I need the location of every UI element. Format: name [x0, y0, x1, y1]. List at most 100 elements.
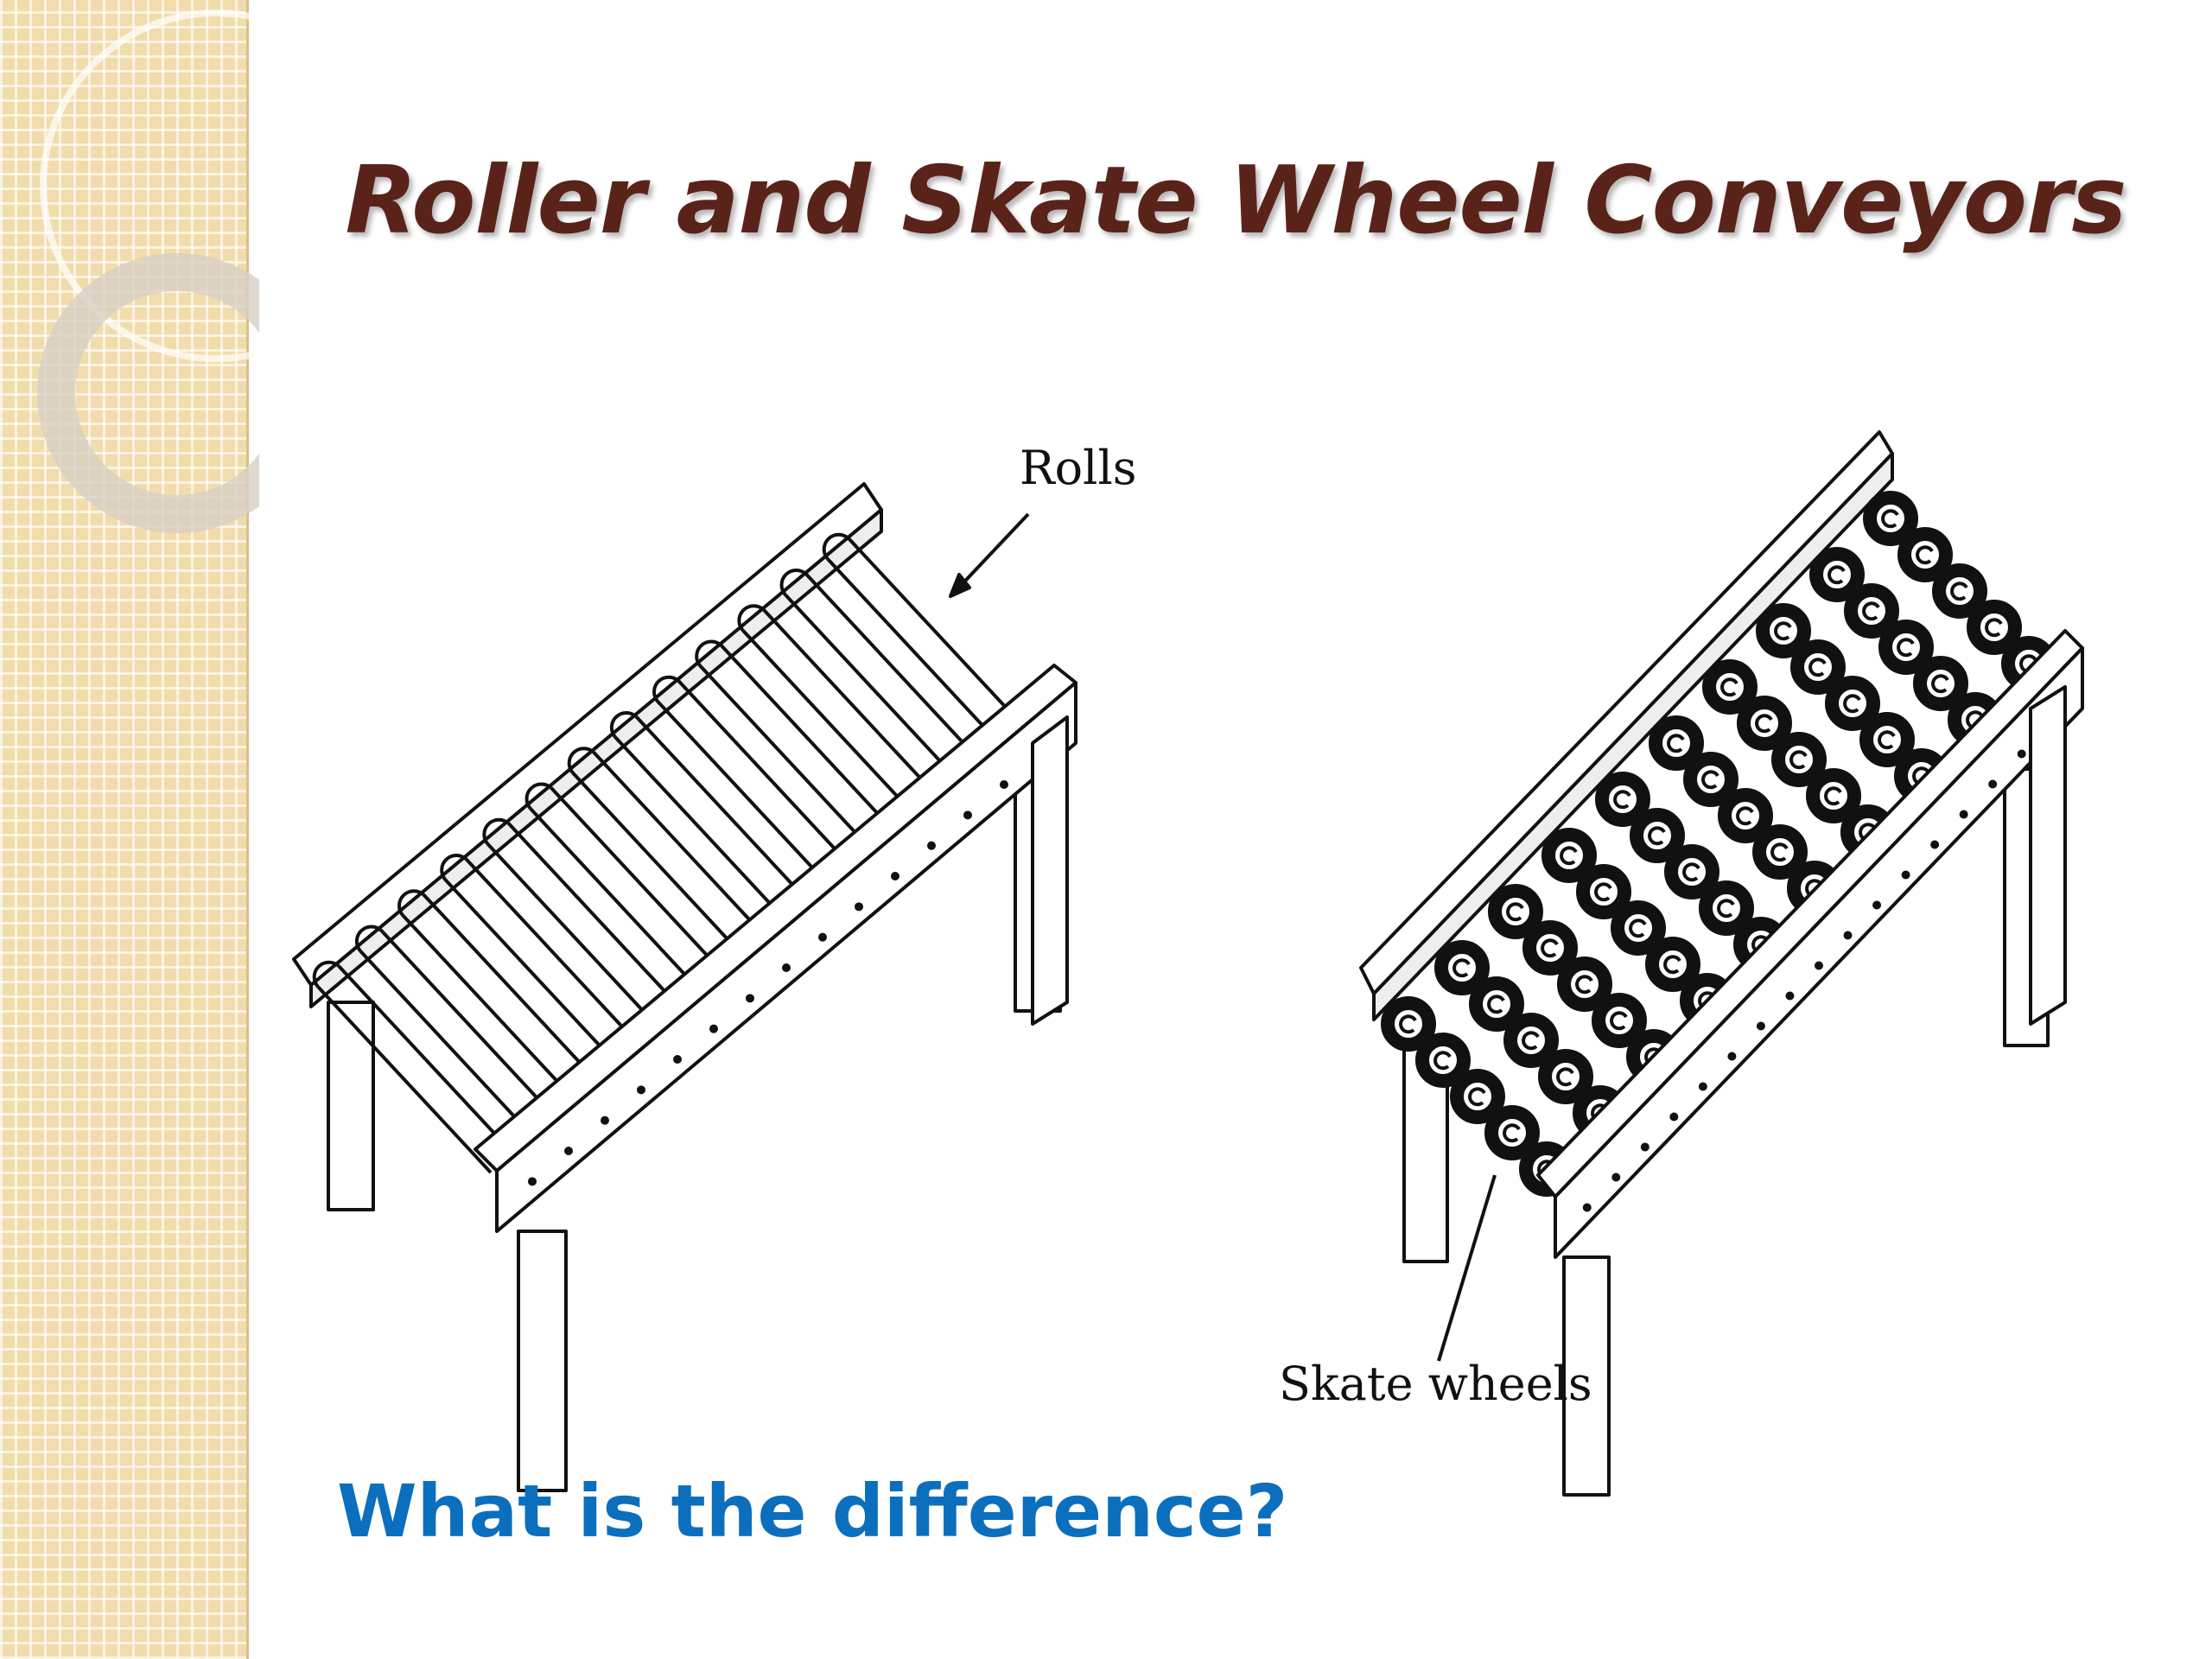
skate-wheels-label: Skate wheels [1279, 1357, 1592, 1411]
roller [440, 854, 640, 1067]
skate-wheel [1484, 1105, 1540, 1160]
skate-wheel-hub [1873, 501, 1908, 536]
skate-wheel-hub [1602, 1003, 1637, 1038]
skate-wheel-hub [1426, 1043, 1460, 1077]
skate-wheel-spiral [1541, 938, 1559, 958]
skate-wheel-spiral [1843, 694, 1861, 714]
skate-wheel-spiral [1648, 826, 1666, 846]
rail-hole [891, 872, 899, 880]
skate-wheel-hub [1640, 818, 1675, 853]
skate-wheel-spiral [1629, 918, 1647, 938]
rail-hole [1000, 780, 1008, 789]
conveyor-illustrations: Rolls Skate wheels [292, 430, 2084, 1497]
skate-wheel [1806, 768, 1861, 823]
skate-wheel-hub [1763, 835, 1797, 869]
roller-edge [784, 593, 960, 782]
rail-hole [1785, 991, 1795, 1001]
skate-wheel [1683, 752, 1738, 807]
roller-edge [762, 608, 938, 797]
rail-hole [564, 1147, 573, 1155]
skate-rail-back-face [1372, 452, 1894, 1021]
roller-edge [465, 857, 640, 1046]
skate-wheel-spiral [1701, 770, 1719, 790]
skate-wheel-spiral [1897, 638, 1915, 658]
skate-wheel-hub [1709, 891, 1744, 925]
skate-wheel-spiral [1452, 958, 1471, 978]
skate-wheel [1859, 712, 1915, 767]
skate-wheel [1932, 563, 1987, 619]
roller-leg-front-left [517, 1230, 568, 1492]
skate-wheel-spiral [1399, 1014, 1417, 1034]
rail-hole [746, 994, 754, 1003]
skate-wheel-hub [1766, 613, 1801, 648]
skate-wheel-hub [1675, 855, 1709, 889]
skate-wheel [1790, 639, 1846, 695]
roller-edge [677, 679, 853, 868]
roller [567, 747, 768, 960]
roller-edge [720, 644, 895, 833]
large-ring-outline [40, 10, 259, 362]
roller-edge [634, 715, 810, 904]
skate-wheel [1752, 824, 1808, 880]
skate-wheel [1825, 676, 1880, 731]
skate-wheel [1576, 864, 1631, 919]
rail-hole [673, 1055, 682, 1064]
skate-wheel-spiral [1717, 899, 1735, 918]
skate-wheel-spiral [1556, 1067, 1574, 1087]
rail-hole [1756, 1021, 1765, 1031]
skate-wheel-hub [1586, 874, 1621, 909]
rail-hole [1698, 1082, 1707, 1091]
skate-wheel-hub [1514, 1023, 1548, 1058]
rail-hole [1815, 961, 1823, 970]
skate-wheel-spiral [1720, 677, 1738, 697]
rolls-arrow-line [953, 512, 1030, 594]
roller [354, 925, 556, 1139]
skate-wheel-hub [1782, 742, 1816, 777]
rail-hole [601, 1116, 609, 1125]
skate-wheel-hub [1479, 987, 1514, 1021]
skate-wheel [1664, 844, 1719, 899]
skate-wheel-spiral [1682, 862, 1700, 882]
rail-hole [2017, 749, 2026, 759]
roller-edge [804, 572, 981, 761]
roller-edge [507, 822, 683, 1011]
skate-wheel-conveyor-drawing: Skate wheels [1279, 430, 2084, 1497]
roller-end [482, 817, 510, 846]
roller-edge [359, 950, 535, 1139]
roller-end [609, 711, 638, 739]
rail-hole [1611, 1173, 1621, 1182]
skate-wheel-spiral [1755, 714, 1773, 734]
roller-end [822, 532, 850, 561]
roller [397, 889, 598, 1103]
roller-edge [656, 700, 832, 889]
skate-wheel [1557, 957, 1612, 1012]
rail-hole [963, 810, 972, 820]
skate-wheel-hub [1870, 722, 1904, 757]
roller [482, 817, 683, 1032]
skate-wheel [1771, 732, 1827, 787]
roller-end [397, 889, 425, 917]
skate-wheel-hub [1889, 630, 1923, 664]
roller-end [440, 854, 467, 881]
rail-hole [1669, 1112, 1679, 1122]
roller-edge [486, 842, 663, 1032]
skate-wheel [1897, 527, 1953, 582]
roller-edge [316, 985, 493, 1174]
skate-wheel-spiral [1827, 565, 1846, 585]
skate-wheel-spiral [1522, 1031, 1540, 1051]
skate-rail-holes [1582, 719, 2056, 1212]
skate-wheel-spiral [1736, 806, 1754, 826]
roller [822, 532, 1023, 747]
skate-wheel-hub [1391, 1007, 1426, 1041]
roller [737, 604, 938, 817]
skate-wheel-hub [1854, 594, 1889, 628]
skate-wheel-hub [1567, 967, 1602, 1001]
skate-wheel-hub [1498, 894, 1533, 929]
skate-wheel [1967, 600, 2022, 655]
roller-end [524, 782, 553, 810]
roller-edge [550, 786, 726, 976]
roller [695, 639, 895, 854]
skate-wheel-hub [1621, 911, 1656, 945]
skate-wheel-hub [1923, 666, 1958, 701]
skate-wheel-hub [1801, 650, 1835, 684]
